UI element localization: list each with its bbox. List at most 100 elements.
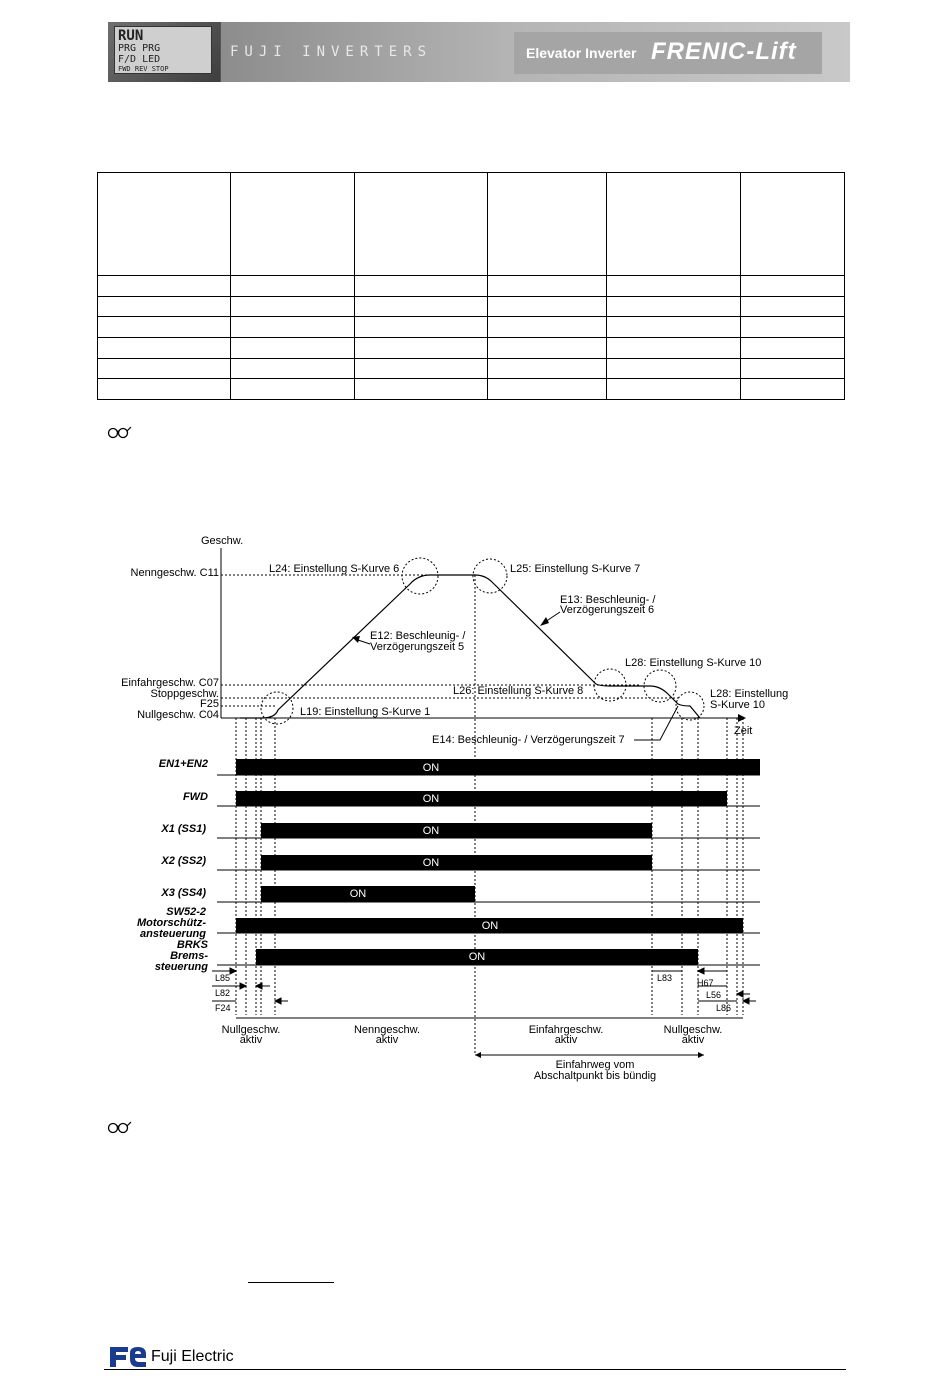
signal-sw-label-2: Motorschütz- <box>137 917 206 929</box>
einfahr-speed-label: Einfahrgeschw. C07 <box>121 677 219 689</box>
annotation-l19: L19: Einstellung S-Kurve 1 <box>300 706 430 718</box>
timer-l56: L56 <box>706 990 721 1000</box>
e12-pointer <box>357 639 371 645</box>
timer-l86: L86 <box>716 1003 731 1013</box>
timing-diagram: Geschw. Zeit Nenngeschw. C11 Einfahrgesc… <box>121 535 788 1082</box>
f25-label: F25 <box>200 698 219 710</box>
signal-sw-label-1: SW52-2 <box>166 906 206 918</box>
fuji-electric-logo <box>110 1347 146 1367</box>
phase-nenn-b: aktiv <box>376 1034 399 1046</box>
signal-brks-label-2: Brems- <box>170 950 208 962</box>
company-name: Fuji Electric <box>151 1348 234 1365</box>
speed-profile-curve <box>240 574 701 719</box>
phase-null2-a: Nullgeschw. <box>664 1024 723 1036</box>
x-axis-arrow <box>738 714 746 722</box>
s-curve-marker <box>472 558 508 594</box>
product-label: Elevator Inverter <box>526 45 637 61</box>
header-banner: RUN PRG PRG F/D LED FWD REV STOP FUJI IN… <box>108 22 850 82</box>
signal-brks-label-1: BRKS <box>177 939 209 951</box>
annotation-l26: L26: Einstellung S-Kurve 8 <box>453 685 583 697</box>
bar-x2-on: ON <box>423 857 440 869</box>
einfahrweg-arrow-right <box>698 1052 704 1058</box>
annotation-e13-2: Verzögerungszeit 6 <box>560 604 654 616</box>
lcd-line-2: PRG PRG <box>118 43 161 54</box>
phase-null1-a: Nullgeschw. <box>222 1024 281 1036</box>
bar-en-on: ON <box>423 762 440 774</box>
table-header-row <box>97 171 845 277</box>
timer-l83: L83 <box>657 973 672 983</box>
signal-x2-label: X2 (SS2) <box>160 855 206 867</box>
s-curve-marker <box>260 691 294 725</box>
e13-arrow <box>540 617 549 626</box>
lcd-line-3: F/D LED <box>118 54 161 65</box>
bar-en <box>236 759 760 775</box>
bar-brks <box>256 949 698 965</box>
note-glasses-icon <box>107 1121 132 1134</box>
note-glasses-icon <box>107 426 132 439</box>
table-row <box>97 337 845 359</box>
e12-arrow <box>352 636 360 643</box>
s-curve-marker <box>643 669 677 703</box>
table-row <box>97 295 845 318</box>
footnote-separator <box>248 1282 334 1283</box>
bar-x2 <box>261 855 652 870</box>
annotation-e12-1: E12: Beschleunig- / <box>370 630 466 642</box>
nenn-speed-label: Nenngeschw. C11 <box>131 567 219 579</box>
phase-nenn-a: Nenngeschw. <box>354 1024 420 1036</box>
brand-text: FUJI INVERTERS <box>230 44 433 60</box>
parameter-table <box>97 171 845 400</box>
lcd-line-4: FWD REV STOP <box>118 65 169 73</box>
einfahrweg-label-2: Abschaltpunkt bis bündig <box>534 1070 656 1082</box>
phase-einf-b: aktiv <box>555 1034 578 1046</box>
table-row <box>97 357 845 380</box>
annotation-l24: L24: Einstellung S-Kurve 6 <box>269 563 399 575</box>
y-axis-label: Geschw. <box>201 535 243 547</box>
annotation-l28-1: L28: Einstellung S-Kurve 10 <box>625 657 761 669</box>
timer-l82: L82 <box>215 988 230 998</box>
bar-fwd <box>236 791 727 806</box>
phase-einf-a: Einfahrgeschw. <box>529 1024 604 1036</box>
bar-brks-on: ON <box>469 951 486 963</box>
bar-x3 <box>261 886 475 902</box>
product-box: Elevator Inverter FRENIC-Lift <box>514 32 822 74</box>
signal-fwd-label: FWD <box>183 791 208 803</box>
bar-x1 <box>261 823 652 838</box>
product-name: FRENIC-Lift <box>651 38 797 65</box>
s-curve-marker <box>675 691 705 721</box>
einfahrweg-label-1: Einfahrweg vom <box>556 1059 635 1071</box>
timer-markers <box>212 967 756 1005</box>
timer-h67: H67 <box>697 978 714 988</box>
signal-x1-label: X1 (SS1) <box>160 823 206 835</box>
signal-x3-label: X3 (SS4) <box>160 887 206 899</box>
bar-sw52-on: ON <box>482 920 499 932</box>
annotation-e12-2: Verzögerungszeit 5 <box>370 641 464 653</box>
timer-l85: L85 <box>215 973 230 983</box>
s-curve-marker <box>401 557 439 595</box>
annotation-l28-2a: L28: Einstellung <box>710 688 788 700</box>
annotation-e14: E14: Beschleunig- / Verzögerungszeit 7 <box>432 734 625 746</box>
keypad-display-image: RUN PRG PRG F/D LED FWD REV STOP <box>108 22 221 82</box>
table-row <box>97 378 845 400</box>
bar-fwd-on: ON <box>423 793 440 805</box>
keypad-lcd: RUN PRG PRG F/D LED FWD REV STOP <box>114 26 212 74</box>
signal-sw-label-3: ansteuerung <box>140 928 206 940</box>
s-curve-marker <box>593 668 627 702</box>
phase-null1-b: aktiv <box>240 1034 263 1046</box>
footer-rule <box>104 1369 846 1370</box>
bar-x3-on: ON <box>350 888 367 900</box>
phase-null2-b: aktiv <box>682 1034 705 1046</box>
timer-f24: F24 <box>215 1003 231 1013</box>
annotation-e13-1: E13: Beschleunig- / <box>560 594 656 606</box>
annotation-l25: L25: Einstellung S-Kurve 7 <box>510 563 640 575</box>
timing-guides <box>235 575 744 1055</box>
table-row <box>97 275 845 297</box>
bar-x1-on: ON <box>423 825 440 837</box>
lcd-line-1: RUN <box>118 28 144 44</box>
signal-brks-label-3: steuerung <box>155 961 208 973</box>
stopp-speed-label: Stoppgeschw. <box>151 688 220 700</box>
null-speed-label: Nullgeschw. C04 <box>137 709 219 721</box>
annotation-l28-2b: S-Kurve 10 <box>710 699 765 711</box>
signal-en-label: EN1+EN2 <box>159 758 208 770</box>
einfahrweg-arrow-left <box>475 1052 481 1058</box>
table-row <box>97 316 845 339</box>
